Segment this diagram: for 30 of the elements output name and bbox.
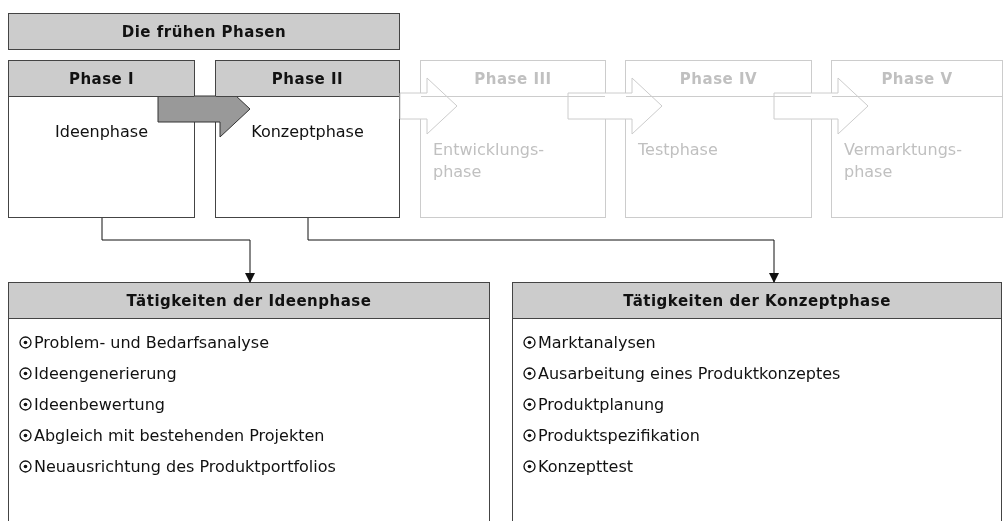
activity-item: Marktanalysen	[538, 333, 656, 352]
block-arrow	[773, 77, 869, 135]
panel-header: Tätigkeiten der Ideenphase	[9, 283, 489, 319]
group-title: Die frühen Phasen	[121, 22, 287, 41]
connector-arrow	[307, 217, 779, 283]
phase-group-band	[8, 13, 400, 50]
activity-item: Ausarbeitung eines Produktkonzeptes	[538, 364, 841, 383]
activity-item: Abgleich mit bestehenden Projekten	[34, 426, 325, 445]
activity-item: Ideengenerierung	[34, 364, 177, 383]
phase-name: Entwicklungs- phase	[433, 139, 546, 183]
activity-panel	[512, 282, 1002, 521]
phase-name: Konzeptphase	[250, 121, 365, 143]
activity-panel	[8, 282, 490, 521]
panel-header: Phase II	[216, 61, 399, 97]
activity-item: Ideenbewertung	[34, 395, 165, 414]
phase-name: Ideenphase	[54, 121, 149, 143]
connector-arrow	[101, 217, 255, 283]
activity-item: Problem- und Bedarfsanalyse	[34, 333, 269, 352]
activity-item: Neuausrichtung des Produktportfolios	[34, 457, 336, 476]
panel-header: Phase I	[9, 61, 194, 97]
phase-box	[215, 60, 400, 218]
phase-name: Testphase	[638, 139, 719, 161]
panel-header: Tätigkeiten der Konzeptphase	[513, 283, 1001, 319]
block-arrow	[399, 77, 458, 135]
phase-name: Vermarktungs- phase	[844, 139, 963, 183]
phase-box	[8, 60, 195, 218]
block-arrow	[567, 77, 663, 135]
activity-item: Produktplanung	[538, 395, 665, 414]
activity-item: Produktspezifikation	[538, 426, 700, 445]
activity-item: Konzepttest	[538, 457, 634, 476]
